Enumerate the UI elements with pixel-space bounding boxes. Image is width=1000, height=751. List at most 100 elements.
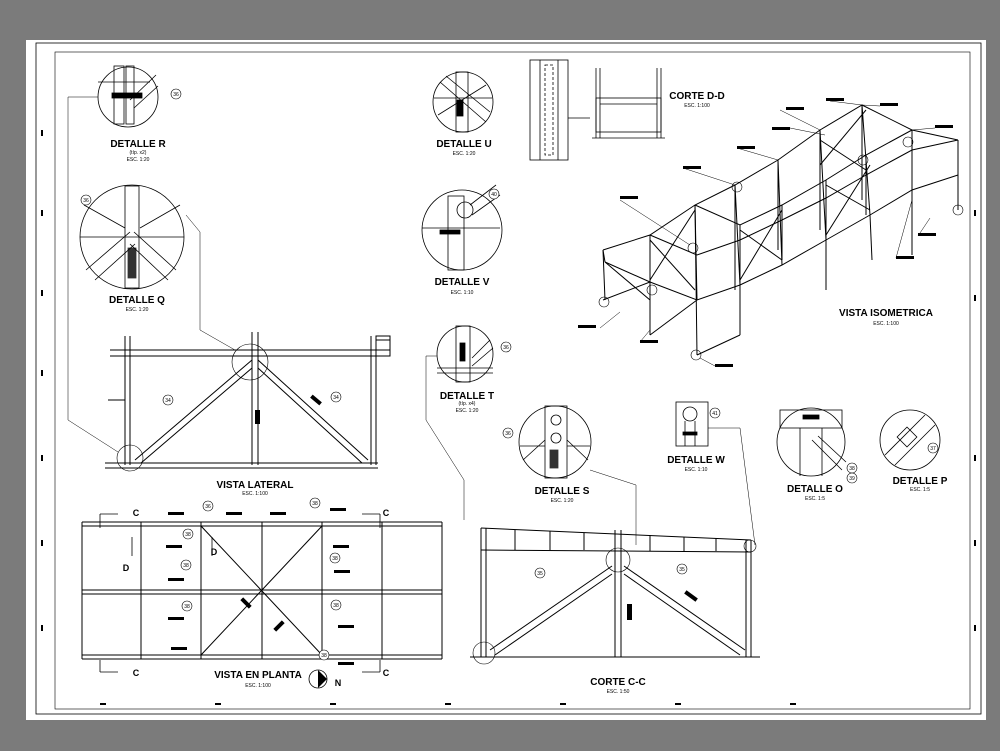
plan-bubbles [180, 497, 342, 661]
detail-t-circle [436, 325, 494, 383]
detail-r-title: DETALLE R [110, 139, 166, 150]
lateral-plate [310, 394, 322, 406]
detail-v-title: DETALLE V [435, 277, 490, 288]
plan-scale: ESC. 1:100 [245, 683, 271, 689]
detail-s-scale: ESC. 1:20 [551, 498, 574, 504]
detail-u-scale: ESC. 1:20 [453, 151, 476, 157]
section-mark-c: C [133, 508, 140, 518]
outer-border [35, 42, 982, 715]
corte-cc-title: CORTE C-C [590, 677, 646, 688]
section-mark-c: C [383, 508, 390, 518]
detail-t-sub: (típ. x4) [459, 401, 476, 407]
detail-q-circle [79, 184, 185, 290]
corte-cc-detail-circle [605, 547, 631, 573]
bubble-37 [927, 442, 939, 454]
bubble-36 [502, 427, 514, 439]
corte-cc-detail-circle [743, 539, 757, 553]
border-ticks [41, 130, 976, 705]
bubble-36-label: 36 [173, 92, 179, 98]
detail-o-scale: ESC. 1:5 [805, 496, 825, 502]
north-label: N [335, 678, 342, 688]
detail-p-title: DETALLE P [893, 476, 948, 487]
bubble-40 [488, 188, 500, 200]
bubble-36 [80, 194, 92, 206]
detail-u-title: DETALLE U [436, 139, 491, 150]
bubble-40-label: 40 [491, 192, 497, 198]
detail-s-circle [518, 405, 592, 479]
bubble-41-label: 41 [712, 411, 718, 417]
corte-cc-plate [684, 590, 698, 602]
detail-t-scale: ESC. 1:20 [456, 408, 479, 414]
lateral-scale: ESC. 1:100 [242, 491, 268, 497]
detail-w-drawing [675, 401, 709, 447]
detail-t-title: DETALLE T [440, 391, 494, 402]
corte-dd-scale: ESC. 1:100 [684, 103, 710, 109]
detail-r-sub: (típ. x2) [130, 150, 147, 156]
detail-v-circle [421, 184, 503, 271]
corte-cc-frame [470, 527, 760, 658]
bubble-36-label: 36 [503, 345, 509, 351]
inner-border [54, 51, 971, 710]
lateral-detail-r-circle [116, 444, 144, 472]
bubble-35 [534, 567, 546, 579]
bubble-36-label: 36 [205, 504, 211, 510]
bubble-36-label: 36 [505, 431, 511, 437]
corte-dd-drawing [529, 59, 665, 161]
leader-line [425, 355, 465, 520]
leader-line [67, 97, 119, 453]
north-arrow-icon [308, 669, 328, 689]
isometric-title: VISTA ISOMETRICA [839, 308, 933, 319]
detail-o-circle [776, 407, 847, 477]
leader-line [589, 469, 637, 545]
lateral-detail-q-circle [231, 343, 269, 381]
detail-v-scale: ESC. 1:10 [451, 290, 474, 296]
plan-view-plates [240, 597, 285, 632]
bubble-35-label: 35 [679, 567, 685, 573]
bubble-34 [330, 391, 342, 403]
section-mark-d: D [211, 547, 218, 557]
bubble-39-label: 39 [849, 476, 855, 482]
bubble-38-label: 38 [333, 603, 339, 609]
corte-cc-detail-circle [472, 641, 496, 665]
isometric-frame [602, 104, 959, 356]
detail-r-scale: ESC. 1:20 [127, 157, 150, 163]
plan-view-grid [81, 521, 443, 660]
bubble-37-label: 37 [930, 446, 936, 452]
corte-dd-title: CORTE D-D [669, 91, 725, 102]
detail-u-circle [432, 71, 494, 133]
detail-q-scale: ESC. 1:20 [126, 307, 149, 313]
bubble-38-label: 38 [185, 532, 191, 538]
detail-w-title: DETALLE W [667, 455, 725, 466]
section-mark-c: C [133, 668, 140, 678]
bubble-36 [500, 341, 512, 353]
corte-cc-plate [627, 604, 632, 620]
plan-title: VISTA EN PLANTA [214, 670, 302, 681]
lateral-view-frame [105, 332, 391, 469]
detail-p-circle [879, 409, 941, 471]
lateral-title: VISTA LATERAL [216, 480, 293, 491]
bubble-36 [170, 88, 182, 100]
section-mark-d: D [123, 563, 130, 573]
isometric-scale: ESC. 1:100 [873, 321, 899, 327]
bubble-38-label: 38 [849, 466, 855, 472]
bubble-38-label: 38 [321, 653, 327, 659]
bubble-36-label: 36 [83, 198, 89, 204]
plan-view-section-line-c [99, 513, 381, 673]
bubble-35 [676, 563, 688, 575]
bubble-35-label: 35 [537, 571, 543, 577]
plan-callout-tags [166, 508, 354, 665]
detail-p-scale: ESC. 1:5 [910, 487, 930, 493]
detail-s-title: DETALLE S [535, 486, 590, 497]
leader-line [185, 214, 236, 351]
bubble-34-label: 34 [333, 395, 339, 401]
detail-q-title: DETALLE Q [109, 295, 165, 306]
bubble-38-label: 38 [183, 563, 189, 569]
leader-line [708, 427, 756, 546]
isometric-callout-tags [578, 98, 953, 367]
bubble-38-label: 38 [312, 501, 318, 507]
bubble-41 [709, 407, 721, 419]
bubble-39 [846, 472, 858, 484]
detail-o-title: DETALLE O [787, 484, 843, 495]
bubble-34 [162, 394, 174, 406]
